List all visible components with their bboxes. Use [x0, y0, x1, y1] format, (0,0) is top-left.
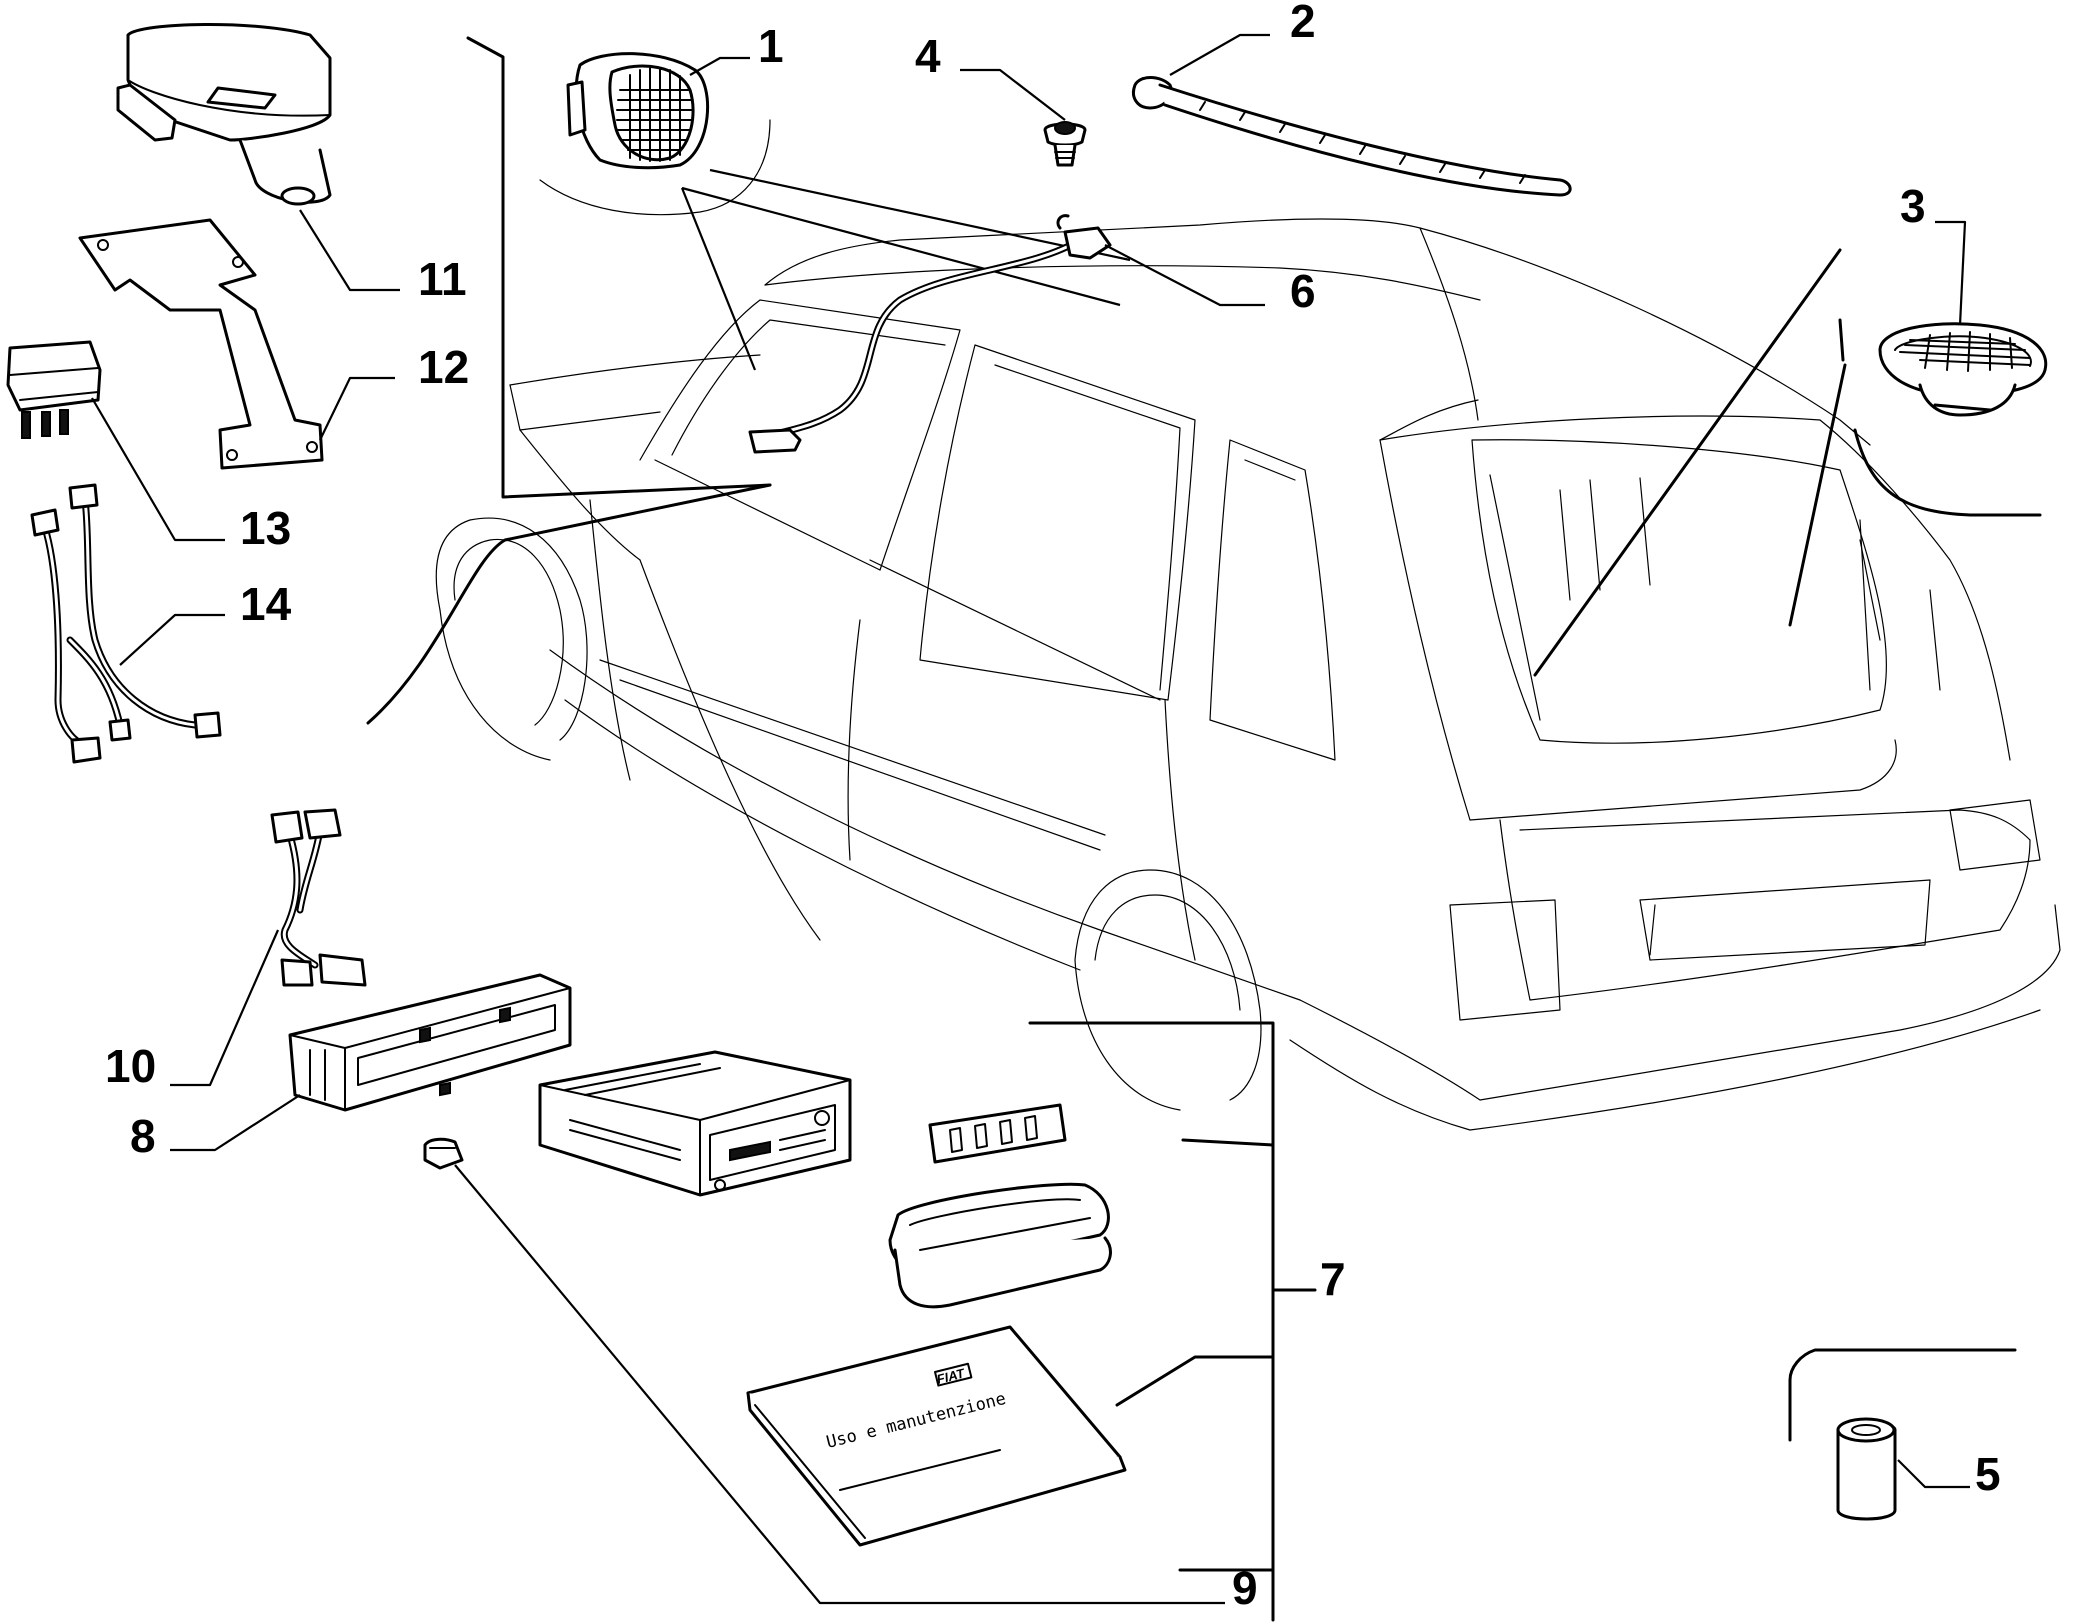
part-12-bracket: [78, 218, 395, 470]
part-label-12: 12: [418, 341, 469, 393]
part-label-4: 4: [915, 30, 941, 82]
part-label-6: 6: [1290, 265, 1316, 317]
part-3-rear-speaker: [1878, 220, 2048, 417]
radio-faceplate: [928, 1103, 1067, 1164]
part-14-wiring-harness: [30, 483, 225, 764]
part-6-antenna-cable: [748, 214, 1265, 454]
part-11-control-unit: [116, 23, 400, 292]
part-label-3: 3: [1900, 180, 1926, 232]
part-10-radio-harness: [170, 808, 367, 1087]
manual-logo-box: [934, 1362, 973, 1387]
manual-logo: FIAT: [935, 1365, 967, 1387]
part-7-radio-unit: [538, 1050, 852, 1197]
part-5-inset: [1788, 1348, 2017, 1521]
owners-manual: Uso e manutenzione FIAT: [746, 1325, 1127, 1547]
part-4-antenna-base: [960, 68, 1087, 167]
part-label-1: 1: [758, 20, 784, 72]
part-label-2: 2: [1290, 0, 1316, 47]
speaker-grille-pattern: [1899, 331, 2031, 372]
tweeter-grille: [616, 67, 694, 162]
part-label-7: 7: [1320, 1253, 1346, 1305]
part-label-11: 11: [418, 253, 467, 305]
part-1-tweeter: [566, 52, 750, 170]
callout-lines: [366, 36, 2042, 1622]
part-8-mounting-frame: [170, 973, 572, 1152]
part-13-switch: [6, 340, 225, 542]
part-9-clip: [423, 1137, 1225, 1605]
part-label-14: 14: [240, 578, 292, 630]
part-label-10: 10: [105, 1040, 156, 1092]
part-label-8: 8: [130, 1110, 156, 1162]
part-label-5: 5: [1975, 1448, 2001, 1500]
car-body-outline: [435, 218, 2061, 1131]
faceplate-case: [888, 1182, 1112, 1309]
part-2-antenna-rod: [1132, 33, 1572, 197]
part-label-9: 9: [1232, 1562, 1258, 1614]
part-label-13: 13: [240, 502, 291, 554]
